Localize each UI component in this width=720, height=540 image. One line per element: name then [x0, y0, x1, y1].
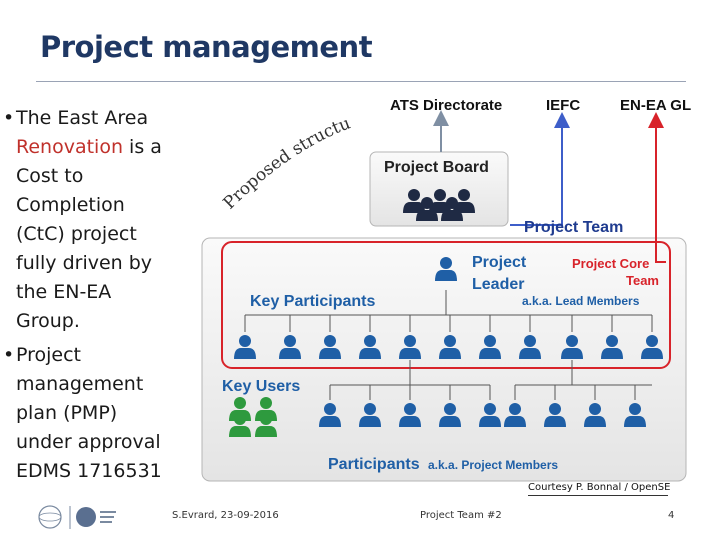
- key-participants-label: Key Participants: [250, 293, 375, 310]
- bullet-dot-icon: •: [3, 344, 15, 366]
- slide-title: Project management: [40, 30, 373, 64]
- project-board-label: Project Board: [384, 159, 489, 176]
- title-divider: [36, 81, 686, 82]
- bullet-text: is a Cost to Completion (CtC) project fu…: [16, 136, 162, 332]
- org-connector-lines: [244, 290, 653, 400]
- project-leader-label-1: Project: [472, 254, 527, 271]
- bullet-item-ctc: • The East Area Renovation is a Cost to …: [0, 104, 175, 336]
- bullet-dot-icon: •: [3, 107, 15, 129]
- key-users-label: Key Users: [222, 378, 300, 395]
- project-core-team-label-1: Project Core: [572, 256, 649, 271]
- bullet-list: • The East Area Renovation is a Cost to …: [0, 104, 175, 486]
- arc-caption-text: Proposed structure: [0, 0, 353, 213]
- arrow-to-iefc: [510, 112, 570, 226]
- en-ea-gl-label: EN-EA GL: [620, 97, 691, 114]
- arc-caption: Proposed structure: [0, 0, 353, 213]
- project-team-label: Project Team: [524, 219, 623, 236]
- core-team-box: [221, 241, 671, 369]
- cern-en-logos: [38, 505, 116, 529]
- courtesy-note: Courtesy P. Bonnal / OpenSE: [528, 482, 671, 493]
- bullet-highlight: Renovation: [16, 136, 123, 158]
- page-number: 4: [668, 510, 675, 521]
- project-core-team-label-2: Team: [626, 273, 659, 288]
- bullet-item-pmp: • Project management plan (PMP) under ap…: [0, 341, 175, 486]
- ats-directorate-label: ATS Directorate: [390, 97, 502, 114]
- iefc-label: IEFC: [546, 97, 580, 114]
- bullet-text: The East Area: [16, 107, 149, 129]
- courtesy-underline: [528, 495, 668, 496]
- aka-lead-members-label: a.k.a. Lead Members: [522, 294, 640, 308]
- footer-event: Project Team #2: [420, 510, 502, 521]
- project-leader-label-2: Leader: [472, 276, 524, 293]
- arrow-to-enea: [648, 112, 666, 263]
- cern-logo-icon: [38, 505, 62, 529]
- footer-author: S.Evrard, 23-09-2016: [172, 510, 279, 521]
- en-logo-icon: [76, 507, 96, 527]
- bullet-text: Project management plan (PMP) under appr…: [16, 344, 162, 482]
- participants-label: Participants: [328, 456, 420, 473]
- aka-project-members-label: a.k.a. Project Members: [428, 458, 558, 472]
